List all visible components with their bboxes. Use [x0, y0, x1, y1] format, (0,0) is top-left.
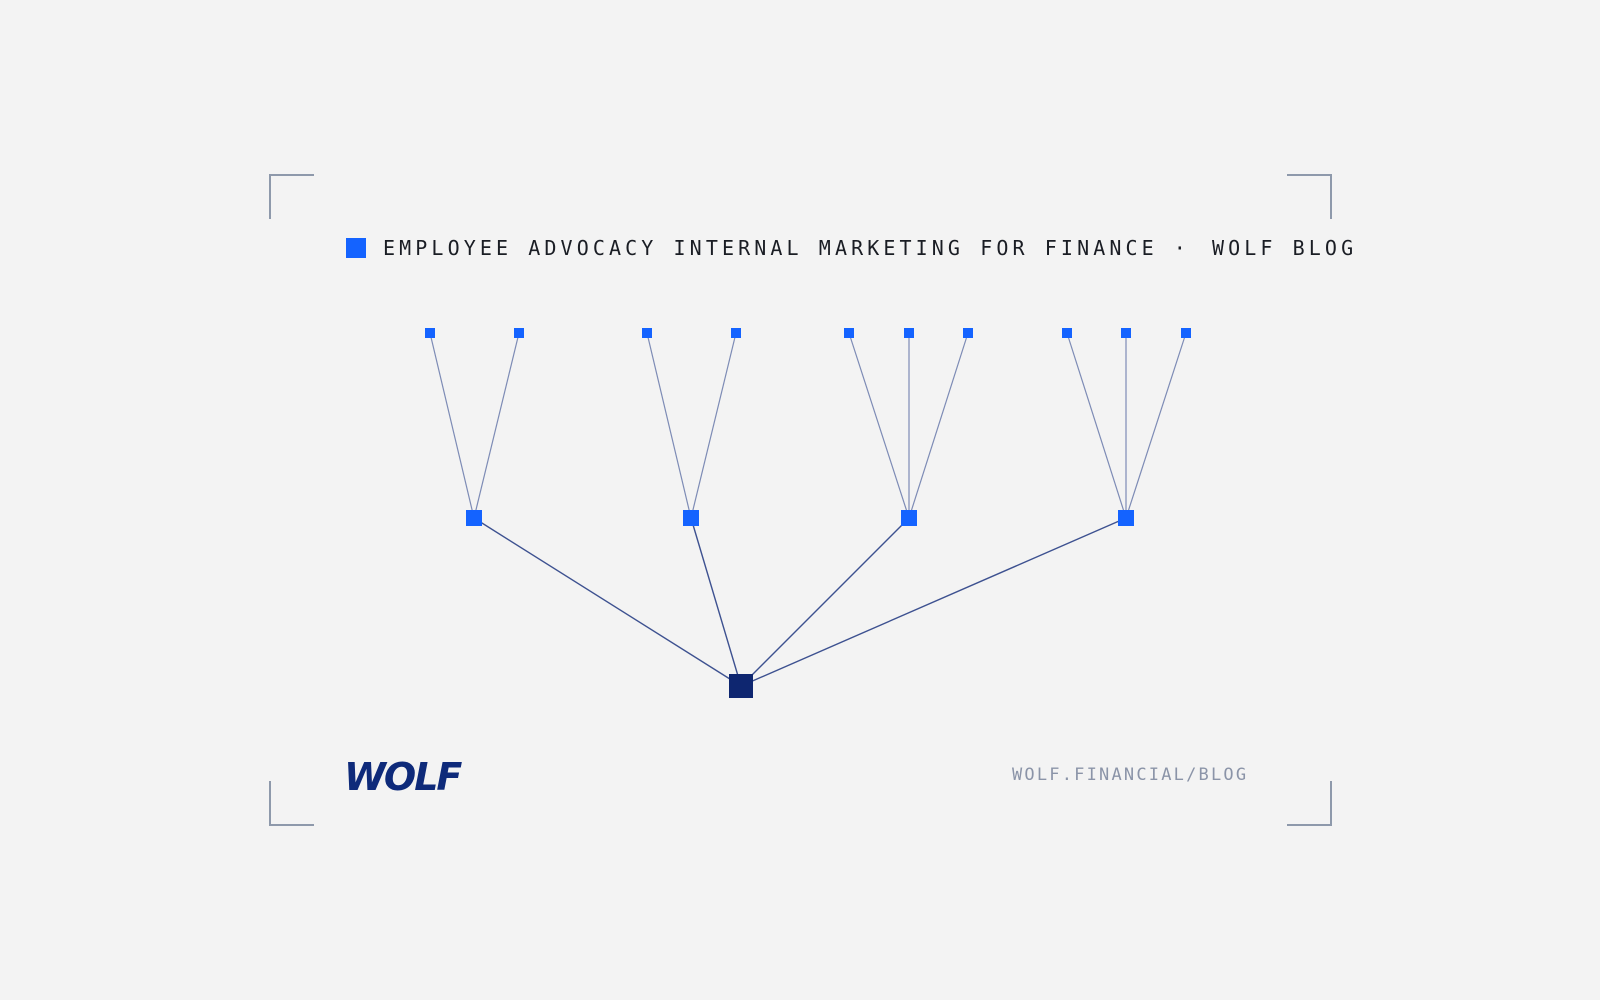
frame-corner-bottom-left [269, 781, 314, 826]
tree-node-leaf-4b [1121, 328, 1131, 338]
tree-node-leaf-2a [642, 328, 652, 338]
edge-branch-3-leaf-3c [908, 332, 969, 519]
tree-node-leaf-3a [844, 328, 854, 338]
tree-node-branch-3 [901, 510, 917, 526]
frame-corner-top-right [1287, 174, 1332, 219]
wolf-logo: WOLF [344, 756, 464, 794]
tree-node-branch-1 [466, 510, 482, 526]
tree-node-leaf-4c [1181, 328, 1191, 338]
tree-node-branch-2 [683, 510, 699, 526]
blog-url: WOLF.FINANCIAL/BLOG [1012, 765, 1249, 785]
header-separator: · [1173, 236, 1190, 260]
tree-node-leaf-3c [963, 328, 973, 338]
edge-branch-1-leaf-1a [429, 332, 475, 519]
header-square-marker [346, 238, 366, 258]
edge-root-branch-3 [740, 517, 910, 687]
edge-root-branch-1 [473, 517, 742, 687]
tree-node-leaf-1a [425, 328, 435, 338]
edge-root-branch-4 [740, 517, 1127, 687]
frame-corner-top-left [269, 174, 314, 219]
tree-node-branch-4 [1118, 510, 1134, 526]
tree-node-leaf-4a [1062, 328, 1072, 338]
tree-node-leaf-1b [514, 328, 524, 338]
edge-branch-1-leaf-1b [473, 332, 520, 519]
edge-branch-4-leaf-4c [1125, 332, 1187, 519]
edge-root-branch-2 [690, 517, 742, 687]
tree-node-root [729, 674, 753, 698]
page-title: EMPLOYEE ADVOCACY INTERNAL MARKETING FOR… [383, 236, 1158, 260]
tree-nodes [425, 328, 1191, 698]
edge-branch-2-leaf-2b [690, 332, 737, 519]
tree-edges [429, 332, 1187, 687]
tree-node-leaf-3b [904, 328, 914, 338]
tree-node-leaf-2b [731, 328, 741, 338]
wolf-logo-text: WOLF [344, 756, 462, 794]
page-header: EMPLOYEE ADVOCACY INTERNAL MARKETING FOR… [346, 236, 1357, 260]
edge-branch-3-leaf-3a [848, 332, 910, 519]
blog-label: WOLF BLOG [1211, 236, 1358, 260]
edge-branch-4-leaf-4a [1066, 332, 1127, 519]
frame-corner-bottom-right [1287, 781, 1332, 826]
edge-branch-2-leaf-2a [646, 332, 692, 519]
